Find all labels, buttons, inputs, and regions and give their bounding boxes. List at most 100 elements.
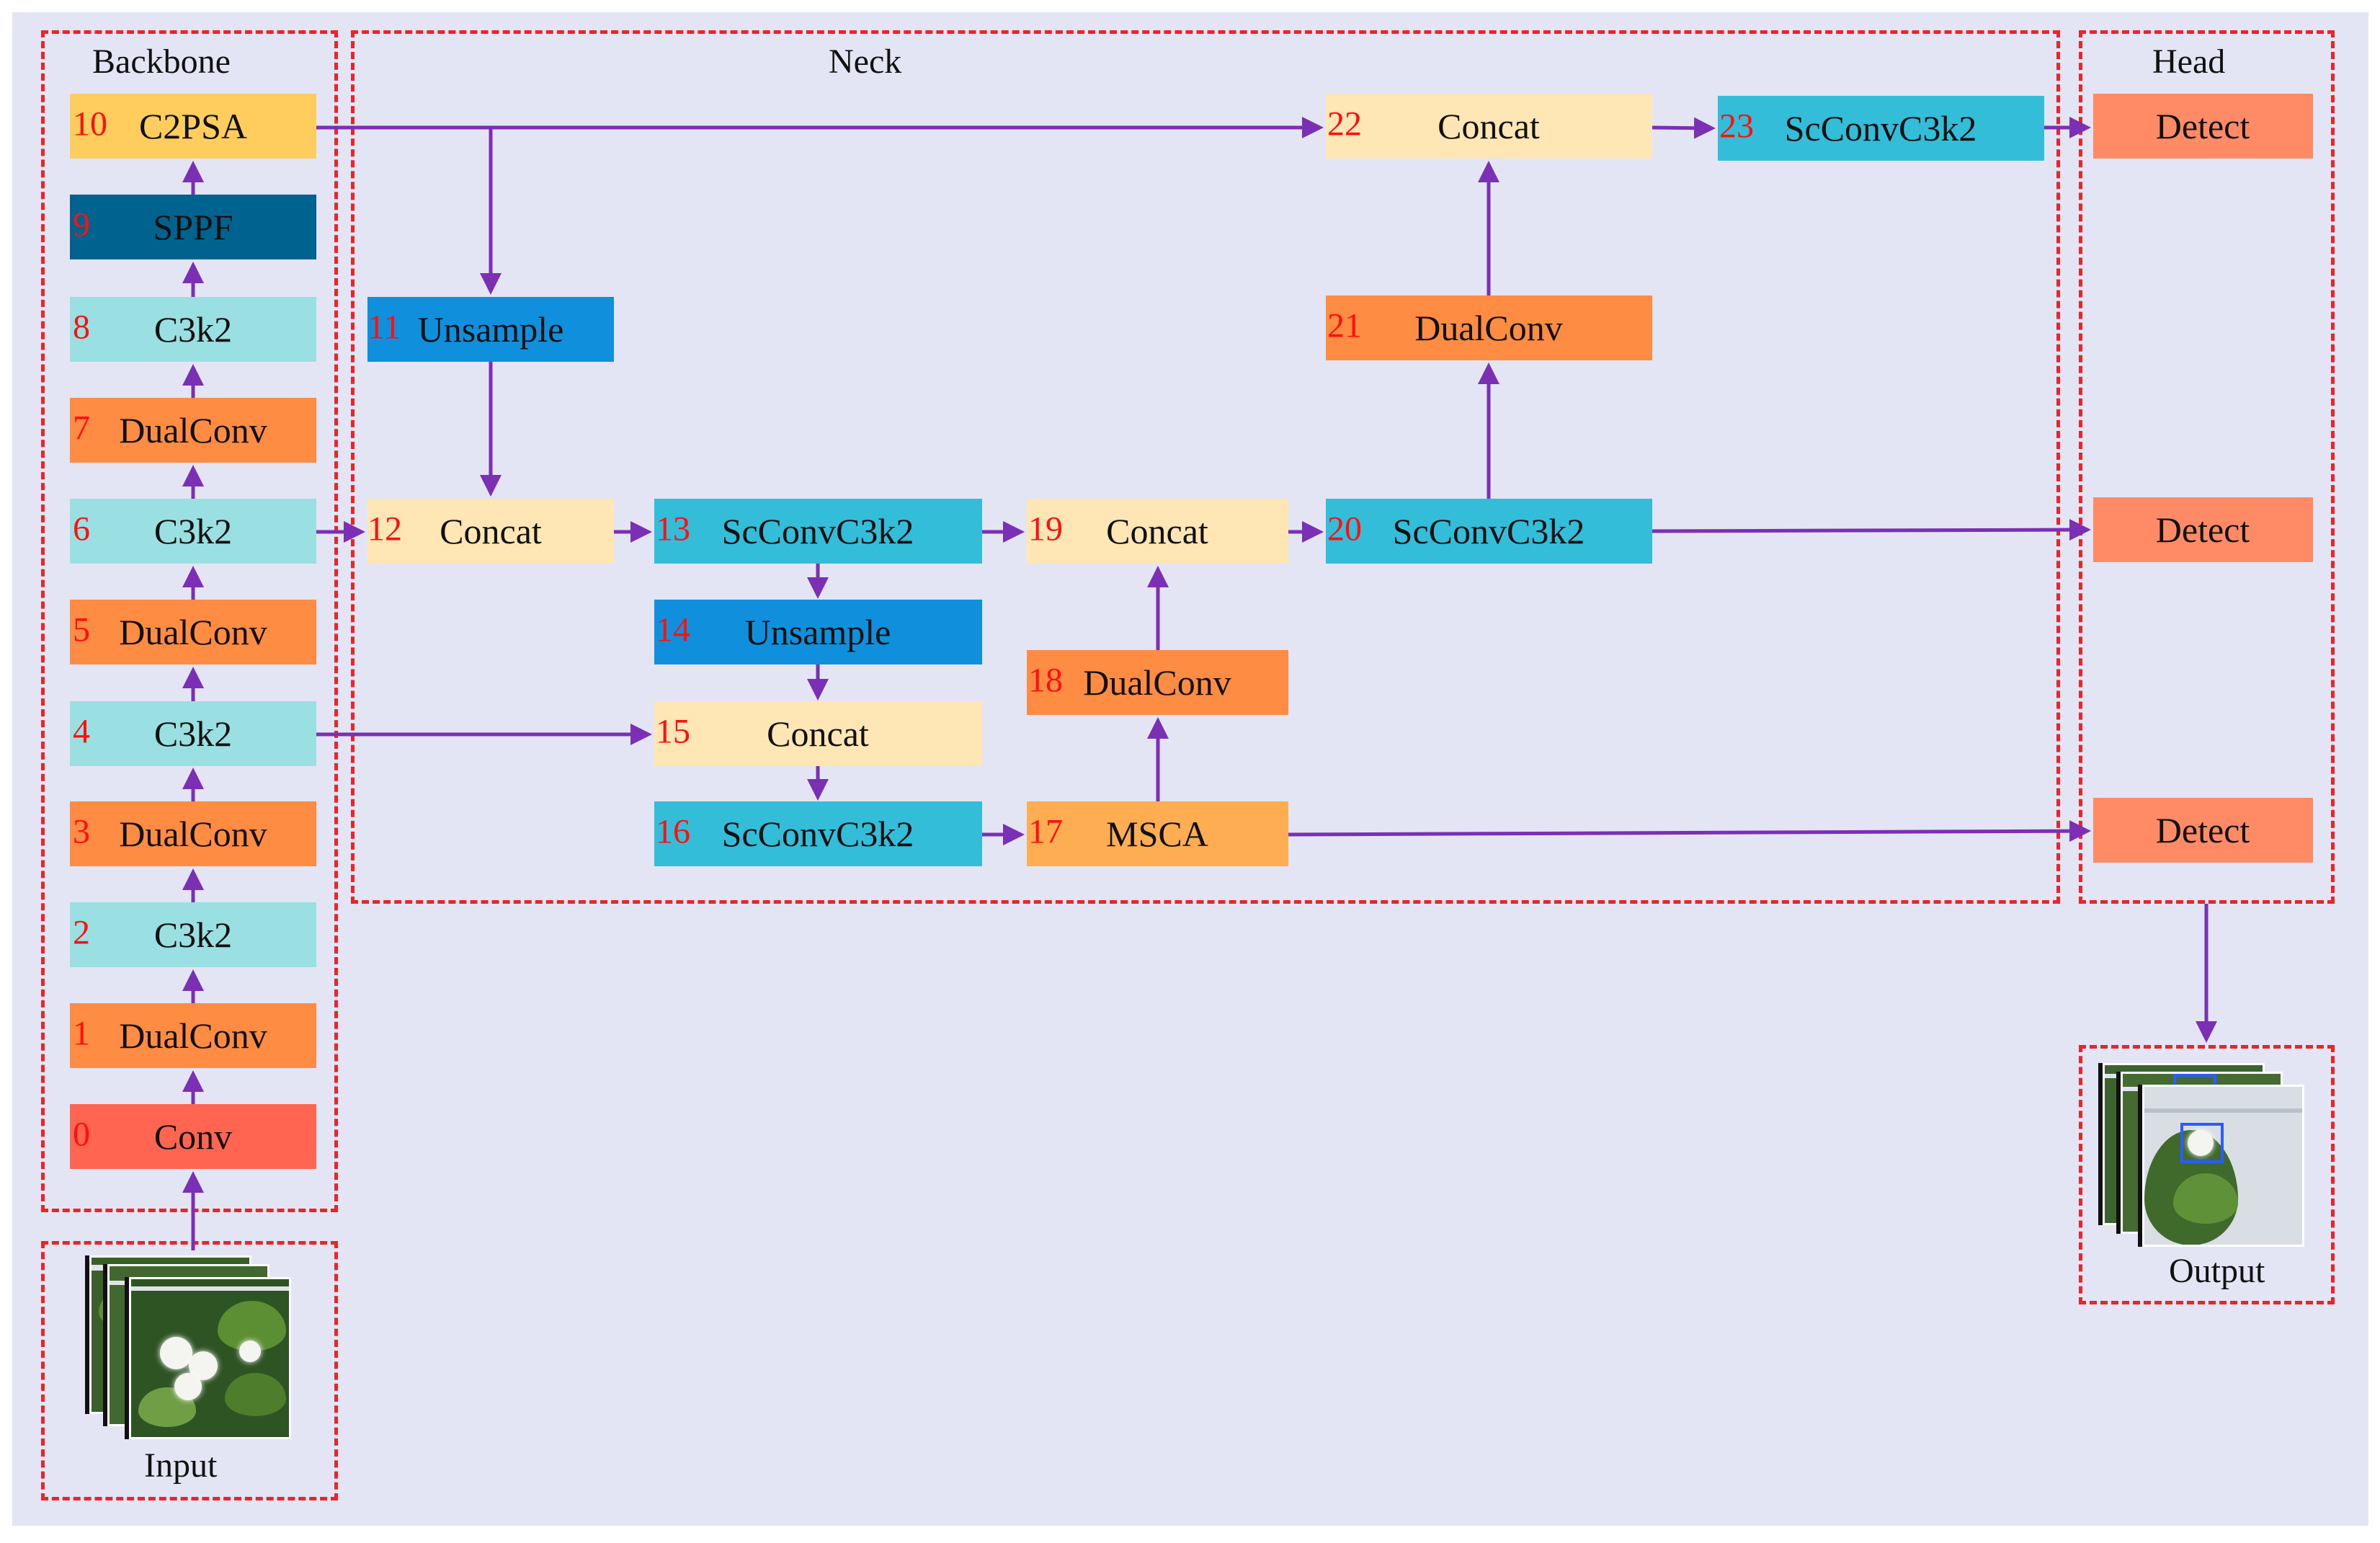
layer-label: MSCA — [1106, 814, 1208, 854]
layer-label: DualConv — [119, 814, 267, 854]
diagram-background — [12, 12, 2368, 1526]
layer-label: DualConv — [1083, 662, 1231, 703]
layer-number: 8 — [73, 308, 90, 347]
layer-23-scconvc3k2: 23 ScConvC3k2 — [1718, 96, 2044, 161]
layer-label: ScConvC3k2 — [1392, 511, 1585, 551]
layer-5-dualconv: 5 DualConv — [70, 600, 316, 664]
layer-20-scconvc3k2: 20 ScConvC3k2 — [1326, 499, 1652, 564]
arrow-17-to-detect — [1288, 820, 2091, 842]
backbone-region — [41, 30, 338, 1212]
layer-17-msca: 17 MSCA — [1027, 801, 1288, 866]
layer-22-concat: 22 Concat — [1326, 94, 1652, 159]
greenhouse-frame — [131, 1286, 289, 1291]
layer-number: 9 — [73, 205, 90, 244]
detection-photo-stack-icon — [2103, 1063, 2304, 1258]
layer-number: 23 — [1719, 107, 1754, 146]
detect-block-medium: Detect — [2093, 497, 2313, 562]
layer-number: 11 — [367, 308, 401, 347]
detect-block-small: Detect — [2093, 798, 2313, 863]
layer-8-c3k2: 8 C3k2 — [70, 297, 316, 362]
layer-label: Unsample — [417, 309, 564, 350]
layer-9-sppf: 9 SPPF — [70, 195, 316, 259]
layer-label: ScConvC3k2 — [721, 814, 914, 854]
layer-number: 21 — [1327, 306, 1362, 345]
layer-label: DualConv — [119, 1015, 267, 1056]
leaf-shape — [225, 1373, 286, 1416]
layer-4-c3k2: 4 C3k2 — [70, 701, 316, 766]
layer-16-scconvc3k2: 16 ScConvC3k2 — [654, 801, 982, 866]
layer-number: 15 — [656, 712, 690, 751]
flower-photo-stack-icon — [89, 1255, 291, 1443]
layer-label: C2PSA — [138, 106, 248, 146]
neck-title: Neck — [829, 43, 902, 81]
layer-label: ScConvC3k2 — [1784, 108, 1977, 148]
layer-number: 3 — [73, 812, 90, 851]
layer-6-c3k2: 6 C3k2 — [70, 499, 316, 564]
layer-label: SPPF — [153, 207, 233, 247]
neck-region — [351, 30, 2060, 904]
detection-box — [2180, 1123, 2224, 1163]
layer-2-c3k2: 2 C3k2 — [70, 902, 316, 967]
layer-3-dualconv: 3 DualConv — [70, 801, 316, 866]
blossom-shape — [239, 1340, 261, 1362]
layer-10-c2psa: 10 C2PSA — [70, 94, 316, 159]
layer-number: 12 — [367, 510, 402, 548]
layer-number: 22 — [1327, 105, 1362, 143]
input-photo-front — [129, 1277, 291, 1439]
layer-15-concat: 15 Concat — [654, 701, 982, 766]
leaf-shape — [2173, 1173, 2238, 1224]
layer-number: 14 — [656, 610, 690, 649]
layer-number: 0 — [73, 1115, 90, 1154]
layer-label: Unsample — [744, 612, 891, 652]
layer-label: C3k2 — [153, 511, 233, 551]
layer-label: Concat — [440, 511, 542, 551]
layer-number: 5 — [73, 610, 90, 649]
layer-11-unsample: 11 Unsample — [367, 297, 614, 362]
layer-number: 16 — [656, 812, 690, 851]
layer-18-dualconv: 18 DualConv — [1027, 650, 1288, 715]
layer-number: 4 — [73, 712, 90, 751]
blossom-shape — [160, 1337, 192, 1369]
layer-label: Conv — [153, 1116, 233, 1157]
layer-number: 19 — [1028, 510, 1063, 548]
layer-number: 13 — [656, 510, 690, 548]
layer-number: 17 — [1028, 812, 1063, 851]
head-title: Head — [2152, 43, 2226, 81]
layer-0-conv: 0 Conv — [70, 1104, 316, 1169]
layer-label: Concat — [767, 713, 869, 754]
layer-number: 6 — [73, 510, 90, 548]
layer-label: C3k2 — [153, 915, 233, 955]
layer-label: Concat — [1106, 511, 1208, 551]
detect-label: Detect — [2155, 810, 2250, 850]
layer-label: DualConv — [119, 612, 267, 652]
layer-number: 1 — [73, 1014, 90, 1053]
arrow-20-to-detect — [1652, 519, 2091, 541]
backbone-title: Backbone — [92, 43, 231, 81]
output-caption: Output — [2169, 1252, 2265, 1290]
detect-label: Detect — [2155, 510, 2250, 550]
layer-1-dualconv: 1 DualConv — [70, 1003, 316, 1068]
layer-label: DualConv — [1414, 308, 1563, 348]
greenhouse-frame — [2144, 1108, 2302, 1113]
output-region — [2079, 1045, 2335, 1304]
layer-number: 20 — [1327, 510, 1362, 548]
layer-21-dualconv: 21 DualConv — [1326, 295, 1652, 360]
layer-number: 18 — [1028, 661, 1063, 700]
detect-label: Detect — [2155, 106, 2250, 146]
layer-19-concat: 19 Concat — [1027, 499, 1288, 564]
blossom-shape — [174, 1373, 202, 1400]
layer-13-scconvc3k2: 13 ScConvC3k2 — [654, 499, 982, 564]
blossom-shape — [2188, 1130, 2214, 1156]
input-region — [41, 1241, 338, 1500]
layer-number: 7 — [73, 409, 90, 448]
layer-label: C3k2 — [153, 309, 233, 350]
layer-number: 10 — [73, 105, 107, 143]
layer-label: Concat — [1438, 106, 1540, 146]
layer-12-concat: 12 Concat — [367, 499, 614, 564]
layer-14-unsample: 14 Unsample — [654, 600, 982, 664]
output-photo-front — [2142, 1085, 2304, 1247]
detect-block-large: Detect — [2093, 94, 2313, 159]
layer-label: ScConvC3k2 — [721, 511, 914, 551]
